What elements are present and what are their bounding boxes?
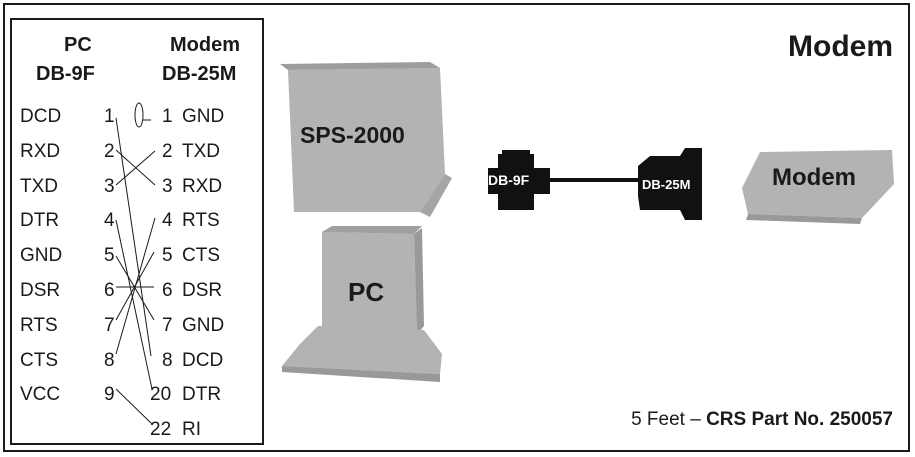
laptop-label: SPS-2000 [300, 122, 405, 148]
cable-length: 5 Feet – [631, 409, 707, 430]
sps-2000-laptop [280, 62, 452, 217]
pc-header: PC [64, 34, 92, 56]
modem-pin-number: 2 [162, 140, 173, 162]
modem-signal-name: CTS [182, 245, 220, 267]
pc-signal-name: TXD [20, 175, 58, 197]
pc-pin-number: 2 [104, 140, 115, 162]
modem-device [742, 150, 894, 224]
part-number: 5 Feet – CRS Part No. 250057 [631, 409, 893, 431]
modem-signal-name: RXD [182, 175, 223, 197]
pc-pin-number: 6 [104, 280, 115, 301]
modem-connector-header: DB-25M [162, 63, 237, 85]
pc-signal-name: RXD [20, 140, 61, 162]
pc-signal-name: RTS [20, 314, 58, 336]
modem-pin-number: 20 [150, 384, 172, 406]
pc-pin-number: 4 [104, 210, 115, 232]
db25m-label: DB-25M [642, 177, 691, 192]
pc-pin-number: 1 [104, 106, 115, 127]
modem-signal-name: DCD [182, 349, 224, 371]
modem-pin-number: 8 [162, 349, 173, 371]
pc-pin-number: 8 [104, 349, 115, 371]
pc-pin-number: 7 [104, 314, 115, 336]
pc-signal-name: DTR [20, 210, 60, 232]
pc-signal-name: DCD [20, 106, 62, 127]
modem-pin-number: 5 [162, 245, 173, 267]
db9-db25-cable [488, 148, 702, 220]
db9f-label: DB-9F [488, 172, 530, 188]
modem-signal-name: GND [182, 106, 225, 127]
modem-signal-name: GND [182, 314, 225, 336]
pc-computer [282, 226, 442, 382]
modem-pin-number: 22 [150, 419, 172, 441]
modem-pin-number: 6 [162, 280, 173, 301]
pc-signal-name: DSR [20, 280, 61, 301]
page-title: Modem [788, 30, 893, 63]
pc-label: PC [348, 277, 385, 307]
diagram-frame [3, 3, 910, 452]
pc-connector-header: DB-9F [36, 63, 95, 85]
modem-device-label: Modem [772, 164, 856, 191]
modem-signal-name: RI [182, 419, 201, 441]
modem-pin-number: 1 [162, 106, 173, 127]
modem-signal-name: DTR [182, 384, 222, 406]
modem-pin-number: 7 [162, 314, 173, 336]
crs-part-number: CRS Part No. 250057 [706, 409, 893, 430]
pc-pin-number: 3 [104, 175, 115, 197]
pc-signal-name: CTS [20, 349, 58, 371]
wiring-diagram [115, 102, 156, 425]
pc-signal-name: VCC [20, 384, 61, 406]
modem-header: Modem [170, 34, 240, 56]
modem-signal-name: TXD [182, 140, 220, 162]
pc-pin-number: 5 [104, 245, 115, 267]
pc-pin-number: 9 [104, 384, 115, 406]
modem-pin-number: 3 [162, 175, 173, 197]
pc-signal-name: GND [20, 245, 63, 267]
modem-signal-name: RTS [182, 210, 220, 232]
modem-signal-name: DSR [182, 280, 223, 301]
modem-pin-number: 4 [162, 210, 173, 232]
